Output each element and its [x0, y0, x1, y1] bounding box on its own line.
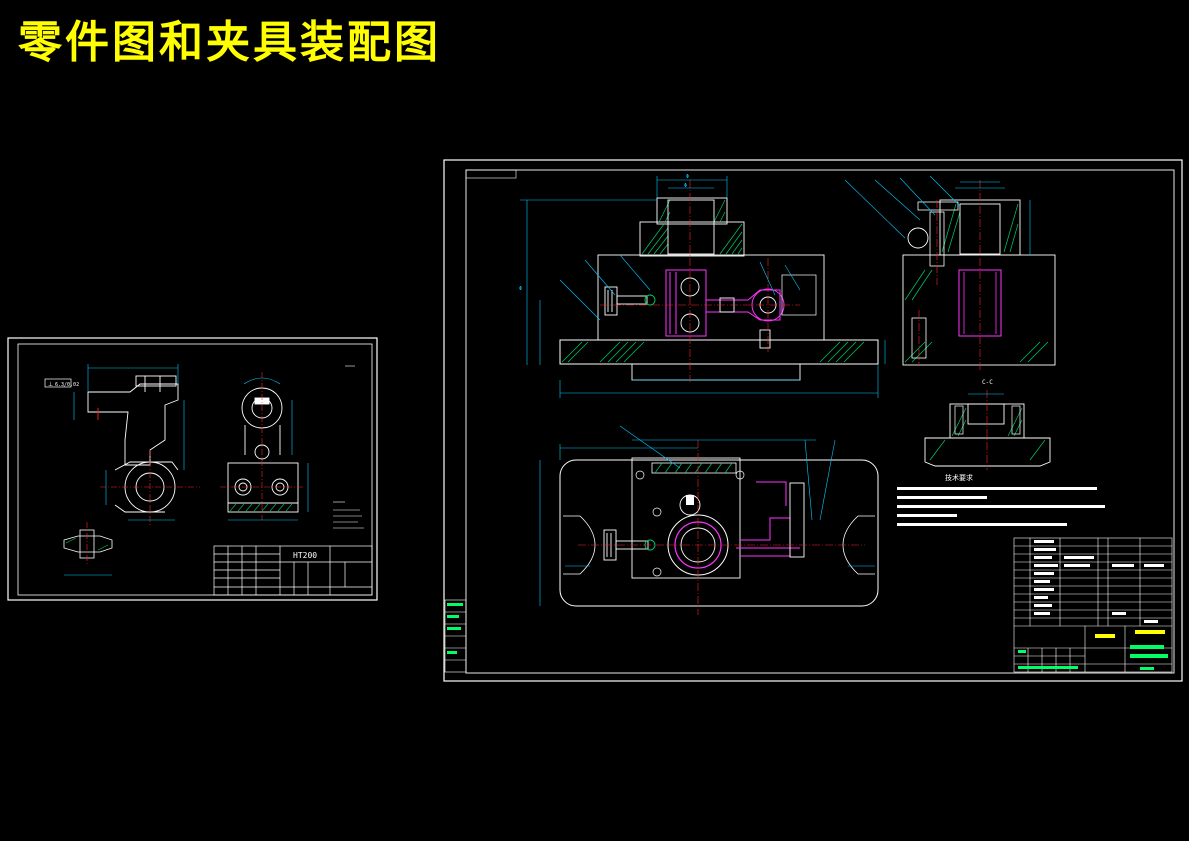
roughness-symbol: 6.3/0.02 ⊥ [44, 378, 79, 388]
front-workpiece [665, 269, 785, 337]
svg-text:Φ: Φ [686, 174, 689, 180]
assembly-front-view: ΦΦ Φ [519, 174, 886, 398]
part-material: HT200 [293, 551, 317, 560]
parts-list-text [1034, 540, 1164, 623]
svg-text:Φ: Φ [684, 183, 687, 189]
front-hatch [561, 199, 865, 363]
svg-text:Φ: Φ [519, 286, 522, 292]
roughness-value: 6.3/0.02 [55, 382, 79, 388]
front-clamp-knob [604, 286, 656, 316]
part-side-hatch [229, 503, 293, 512]
part-front-dimensions [73, 364, 185, 521]
assembly-top-view [539, 425, 879, 615]
assembly-title-block [1013, 537, 1173, 673]
part-front-view [87, 375, 179, 513]
technical-requirements: 技术要求 [897, 473, 1105, 526]
binding-strip [444, 599, 467, 673]
part-detail-view [63, 522, 113, 576]
part-side-view [227, 387, 299, 513]
svg-text:⊥: ⊥ [48, 381, 53, 388]
section-label: C-C [982, 379, 993, 386]
top-dimensions [539, 425, 875, 606]
tech-req-title: 技术要求 [945, 473, 973, 482]
part-drawing-sheet: 6.3/0.02 ⊥ [7, 337, 378, 601]
section-view-cc: C-C [924, 379, 1051, 470]
front-dimensions [520, 176, 886, 398]
assembly-drawing-sheet: ΦΦ Φ [443, 159, 1183, 682]
part-notes [333, 365, 364, 529]
part-title-block [213, 545, 373, 596]
assembly-side-view [844, 175, 1056, 372]
page-title: 零件图和夹具装配图 [18, 17, 441, 68]
